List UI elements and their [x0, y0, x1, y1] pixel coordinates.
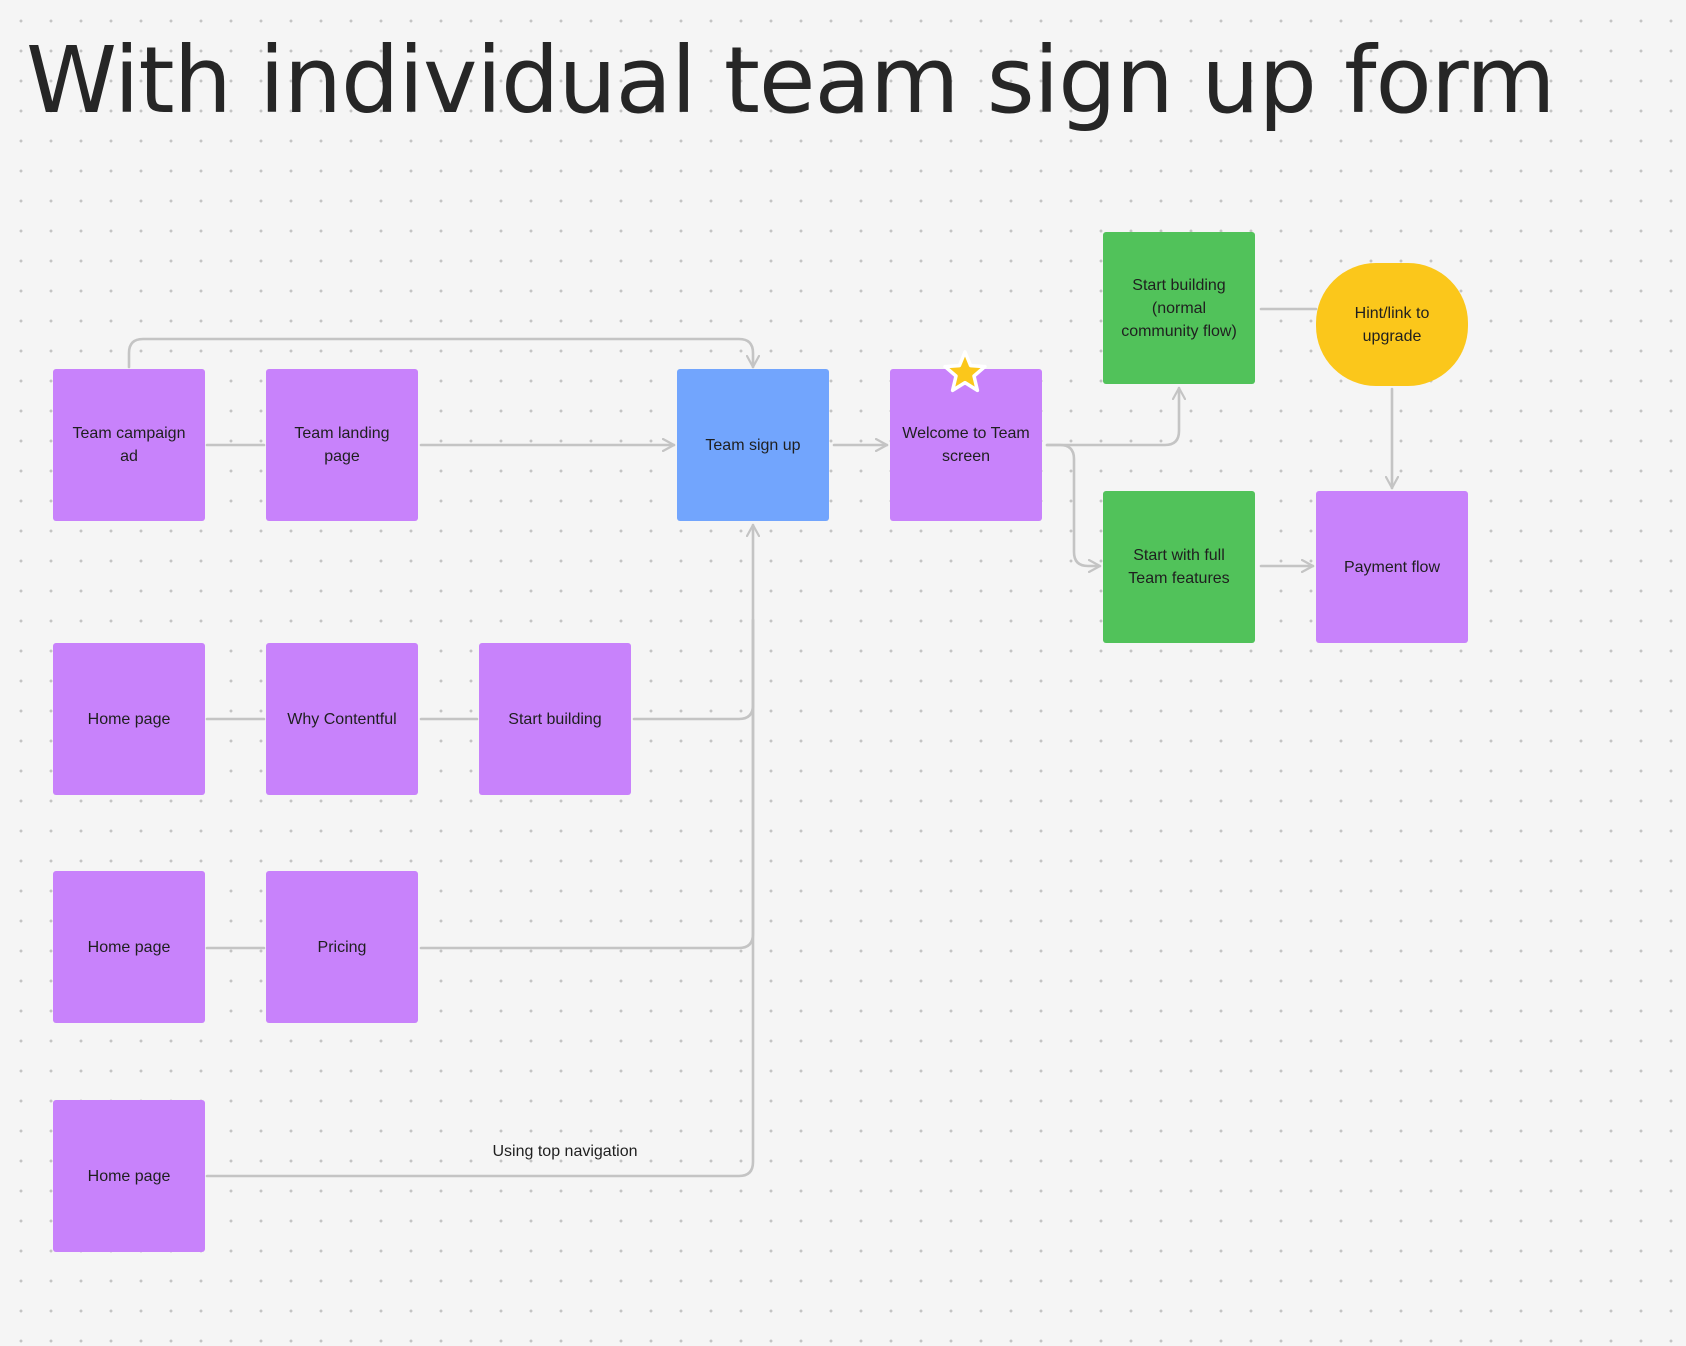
connector-home3-to-signup: [205, 523, 753, 1178]
node-home-page-1[interactable]: Home page: [53, 643, 205, 795]
connector-campaign-to-signup: [127, 337, 753, 369]
node-payment-flow[interactable]: Payment flow: [1316, 491, 1468, 643]
node-pricing[interactable]: Pricing: [266, 871, 418, 1023]
node-welcome-team-screen[interactable]: Welcome to Team screen: [890, 369, 1042, 521]
node-team-landing-page[interactable]: Team landing page: [266, 369, 418, 521]
connector-welcome-to-normal: [1045, 386, 1179, 447]
connector-welcome-to-full: [1045, 443, 1102, 566]
node-home-page-2[interactable]: Home page: [53, 871, 205, 1023]
node-team-campaign-ad[interactable]: Team campaign ad: [53, 369, 205, 521]
node-start-full-team[interactable]: Start with full Team features: [1103, 491, 1255, 643]
node-start-building[interactable]: Start building: [479, 643, 631, 795]
edge-label-top-navigation: Using top navigation: [492, 1143, 638, 1160]
node-start-building-normal[interactable]: Start building (normal community flow): [1103, 232, 1255, 384]
star-icon: [943, 350, 987, 393]
connector-start-to-trunk: [632, 618, 755, 721]
node-team-sign-up[interactable]: Team sign up: [677, 369, 829, 521]
node-hint-link-upgrade[interactable]: Hint/link to upgrade: [1316, 263, 1468, 386]
node-why-contentful[interactable]: Why Contentful: [266, 643, 418, 795]
diagram-title: With individual team sign up form: [26, 27, 1556, 134]
node-home-page-3[interactable]: Home page: [53, 1100, 205, 1252]
